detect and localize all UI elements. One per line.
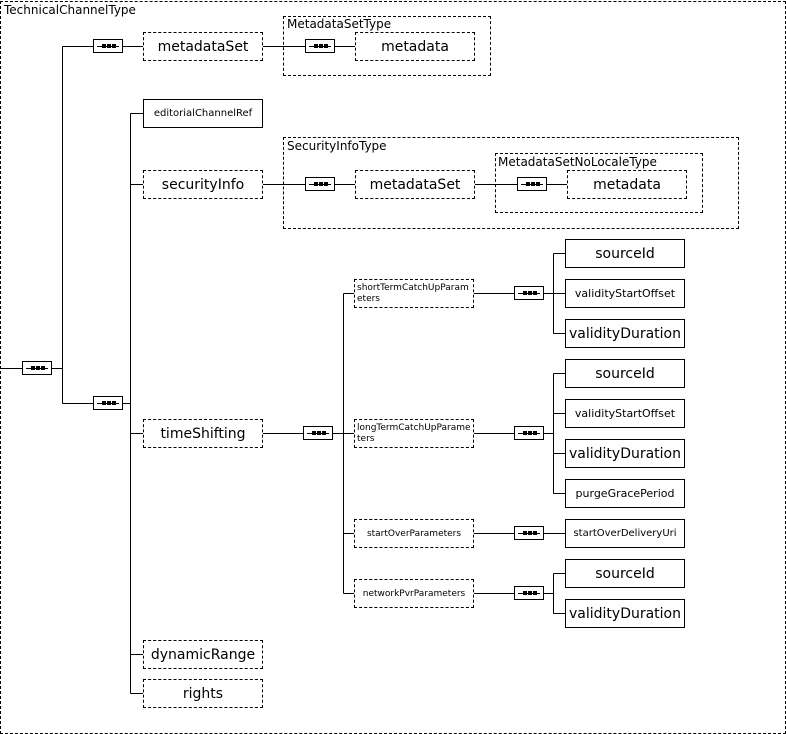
security-metadataset-sequence-icon xyxy=(517,177,547,191)
root-sequence-icon xyxy=(22,361,52,375)
network-pvr-connector xyxy=(474,573,565,614)
long-validity-duration-element[interactable]: validityDuration xyxy=(565,439,685,468)
npvr-source-id-element[interactable]: sourceId xyxy=(565,559,685,588)
security-info-sequence-icon xyxy=(305,177,335,191)
start-over-sequence-icon xyxy=(514,526,544,540)
short-source-id-element[interactable]: sourceId xyxy=(565,239,685,268)
network-pvr-sequence-icon xyxy=(514,586,544,600)
long-term-connector xyxy=(474,373,565,494)
long-term-catch-up-element[interactable]: longTermCatchUpParameters xyxy=(354,419,474,448)
security-info-type-label: SecurityInfoType xyxy=(287,139,387,153)
long-validity-start-offset-element[interactable]: validityStartOffset xyxy=(565,399,685,428)
network-pvr-parameters-element[interactable]: networkPvrParameters xyxy=(354,579,474,608)
metadata-set-type-group xyxy=(283,16,491,76)
metadata-set-no-locale-type-label: MetadataSetNoLocaleType xyxy=(498,155,657,169)
security-metadata-element[interactable]: metadata xyxy=(567,170,687,199)
short-term-catch-up-element[interactable]: shortTermCatchUpParameters xyxy=(354,279,474,308)
time-shifting-element[interactable]: timeShifting xyxy=(143,419,263,448)
security-info-type-group xyxy=(283,137,739,229)
rights-element[interactable]: rights xyxy=(143,679,263,708)
security-info-element[interactable]: securityInfo xyxy=(143,170,263,199)
long-purge-grace-period-element[interactable]: purgeGracePeriod xyxy=(565,479,685,508)
metadata-set-type-label: MetadataSetType xyxy=(287,17,392,31)
metadata-set-no-locale-type-group xyxy=(495,153,703,213)
main-branch xyxy=(123,113,143,694)
start-over-delivery-uri-element[interactable]: startOverDeliveryUri xyxy=(565,519,685,548)
metadataset-type-sequence-icon xyxy=(305,39,335,53)
time-shifting-sequence-icon xyxy=(303,426,333,440)
timeshifting-branch xyxy=(343,293,354,594)
technical-channel-type-label: TechnicalChannelType xyxy=(4,3,136,17)
metadata-set-element[interactable]: metadataSet xyxy=(143,32,263,61)
short-term-connector xyxy=(474,253,565,334)
short-validity-start-offset-element[interactable]: validityStartOffset xyxy=(565,279,685,308)
long-term-sequence-icon xyxy=(514,426,544,440)
security-metadata-set-element[interactable]: metadataSet xyxy=(355,170,475,199)
short-term-sequence-icon xyxy=(514,286,544,300)
npvr-validity-duration-element[interactable]: validityDuration xyxy=(565,599,685,628)
short-validity-duration-element[interactable]: validityDuration xyxy=(565,319,685,348)
root-branch xyxy=(62,46,93,404)
metadata-element[interactable]: metadata xyxy=(355,32,475,61)
start-over-parameters-element[interactable]: startOverParameters xyxy=(354,519,474,548)
main-sequence-icon xyxy=(93,396,123,410)
dynamic-range-element[interactable]: dynamicRange xyxy=(143,640,263,669)
long-source-id-element[interactable]: sourceId xyxy=(565,359,685,388)
metadataset-sequence-icon xyxy=(93,39,123,53)
editorial-channel-ref-element[interactable]: editorialChannelRef xyxy=(143,99,263,128)
